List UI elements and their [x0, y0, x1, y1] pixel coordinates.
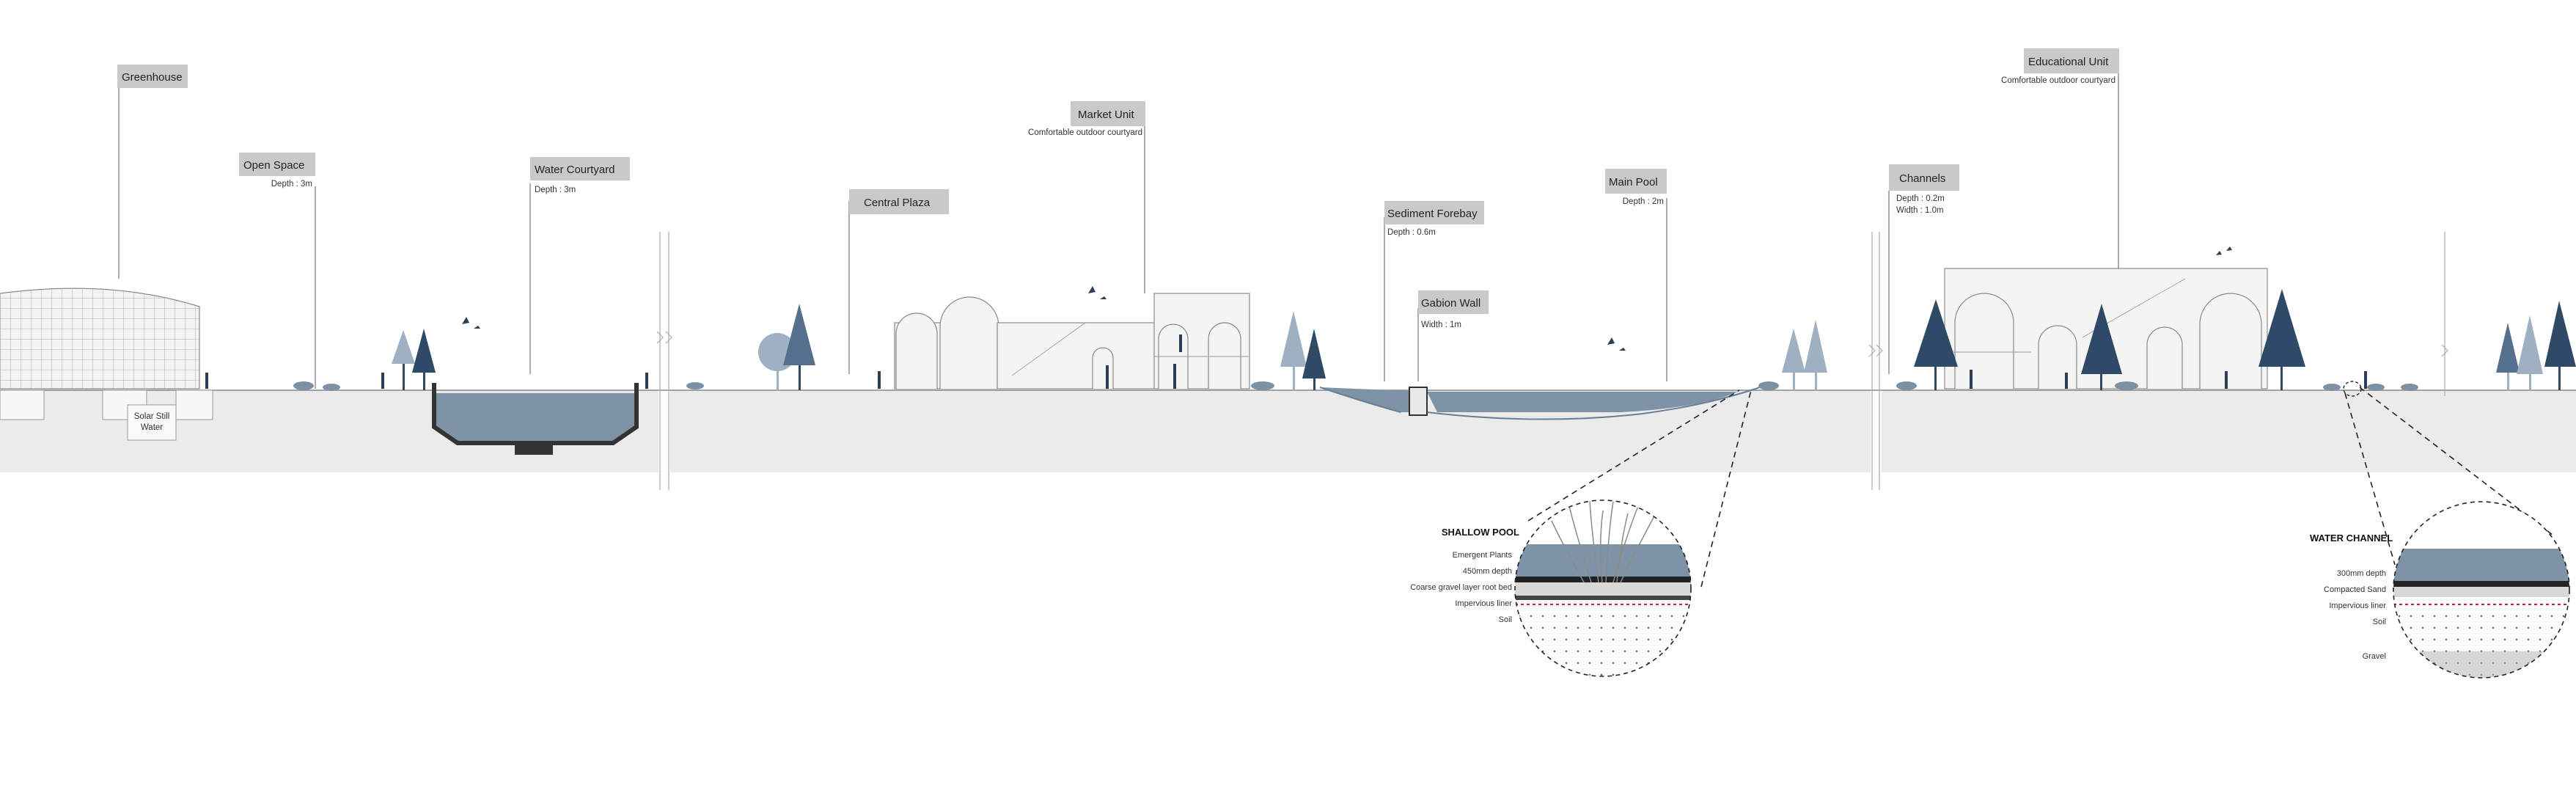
label-gabion-wall: Gabion Wall Width : 1m	[1418, 290, 1489, 329]
water-channel-layer: 300mm depth	[2337, 569, 2386, 578]
tree	[1302, 329, 1326, 390]
shallow-pool-layer: Impervious liner	[1455, 599, 1512, 608]
section-break-3	[2441, 232, 2448, 396]
section-break-2	[1868, 232, 1883, 490]
water-channel-layer: Soil	[2373, 618, 2386, 626]
tree	[1914, 299, 1958, 390]
shallow-pool-title: SHALLOW POOL	[1442, 527, 1519, 538]
label-sediment-forebay-title: Sediment Forebay	[1387, 208, 1478, 220]
water-channel-layer: Gravel	[2363, 652, 2386, 661]
shallow-pool-layer: 450mm depth	[1463, 567, 1512, 576]
label-sediment-forebay-sub: Depth : 0.6m	[1387, 228, 1436, 237]
label-water-courtyard-title: Water Courtyard	[535, 164, 614, 176]
label-main-pool-sub: Depth : 2m	[1623, 197, 1664, 206]
water-channel-layer: Impervious liner	[2329, 601, 2386, 610]
label-greenhouse: Greenhouse	[117, 65, 188, 88]
label-open-space-title: Open Space	[243, 159, 304, 172]
tree	[1782, 329, 1805, 390]
label-water-courtyard-sub: Depth : 3m	[535, 186, 576, 194]
label-open-space: Open Space Depth : 3m	[239, 153, 315, 189]
solar-still-label-2: Water	[141, 423, 163, 432]
label-channels: Channels Depth : 0.2m Width : 1.0m	[1889, 164, 1959, 215]
tree	[2496, 323, 2520, 390]
label-market-unit-title: Market Unit	[1078, 109, 1135, 121]
tree	[2517, 315, 2543, 390]
section-break-1	[656, 232, 672, 490]
water-channel-layer: Compacted Sand	[2324, 585, 2386, 594]
label-market-unit-sub: Comfortable outdoor courtyard	[1028, 128, 1142, 137]
pond-system	[1319, 387, 1761, 420]
water-courtyard-basin	[432, 383, 639, 455]
label-educational-unit-sub: Comfortable outdoor courtyard	[2001, 76, 2116, 85]
tree	[2544, 301, 2576, 390]
label-educational-unit-title: Educational Unit	[2028, 56, 2109, 68]
label-water-courtyard: Water Courtyard Depth : 3m	[530, 157, 630, 194]
shrubs	[293, 381, 2418, 391]
label-main-pool-title: Main Pool	[1609, 176, 1658, 189]
shallow-pool-layer: Coarse gravel layer root bed	[1410, 583, 1512, 592]
label-sediment-forebay: Sediment Forebay Depth : 0.6m	[1384, 201, 1484, 237]
solar-still-label-1: Solar Still	[134, 412, 170, 421]
label-educational-unit: Educational Unit Comfortable outdoor cou…	[2001, 48, 2119, 85]
tree	[2258, 289, 2305, 390]
label-main-pool: Main Pool Depth : 2m	[1605, 169, 1667, 206]
label-central-plaza: Central Plaza	[849, 189, 949, 214]
label-channels-title: Channels	[1899, 172, 1945, 185]
label-open-space-sub: Depth : 3m	[271, 180, 312, 189]
tree	[392, 330, 415, 390]
label-greenhouse-title: Greenhouse	[122, 71, 183, 84]
label-gabion-wall-sub: Width : 1m	[1421, 321, 1461, 329]
leader-lines	[118, 70, 2119, 389]
emergent-plants	[1551, 500, 1655, 583]
tree	[2081, 304, 2122, 390]
label-channels-sub2: Width : 1.0m	[1896, 206, 1944, 215]
tree	[783, 304, 815, 390]
label-market-unit: Market Unit Comfortable outdoor courtyar…	[1028, 101, 1145, 137]
water-channel-title: WATER CHANNEL	[2310, 533, 2393, 544]
shallow-pool-layer: Emergent Plants	[1453, 551, 1513, 560]
tree	[1804, 320, 1827, 390]
people	[205, 334, 2367, 389]
market-unit-building	[894, 293, 1250, 389]
tree	[1280, 311, 1307, 390]
tree	[412, 329, 436, 390]
shallow-pool-layer: Soil	[1499, 615, 1512, 624]
label-gabion-wall-title: Gabion Wall	[1421, 297, 1480, 310]
label-channels-sub1: Depth : 0.2m	[1896, 194, 1945, 203]
label-central-plaza-title: Central Plaza	[864, 197, 931, 209]
greenhouse-building: Solar Still Water	[0, 288, 213, 441]
trees	[392, 289, 2576, 390]
birds	[462, 246, 2232, 351]
